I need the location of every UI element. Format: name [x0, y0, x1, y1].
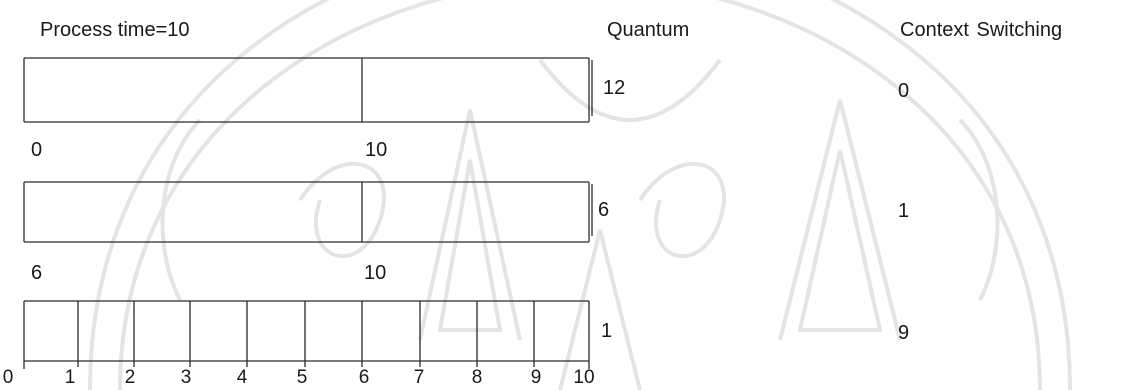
row3-tick-label: 7 [414, 368, 425, 388]
row2-context-switch-value: 1 [898, 200, 909, 222]
row3-quantum-value: 1 [601, 320, 612, 342]
row3-context-switch-value: 9 [898, 322, 909, 344]
row1-quantum-value: 12 [603, 77, 625, 99]
row3-tick-label: 5 [297, 368, 308, 388]
row3-tick-label: 1 [65, 368, 76, 388]
row3-tick-label: 10 [573, 368, 594, 388]
row3-tick-label: 9 [531, 368, 542, 388]
row1-end-label: 10 [365, 139, 387, 161]
row3-tick-label: 2 [125, 368, 136, 388]
row3-tick-label: 3 [181, 368, 192, 388]
row3-tick-label: 4 [237, 368, 248, 388]
row2-start-label: 6 [31, 262, 42, 284]
row3-tick-label: 8 [472, 368, 483, 388]
row2-end-label: 10 [364, 262, 386, 284]
row3-tick-label: 0 [3, 368, 14, 388]
row1-start-label: 0 [31, 139, 42, 161]
row3-tick-label: 6 [359, 368, 370, 388]
row1-context-switch-value: 0 [898, 80, 909, 102]
row2-quantum-value: 6 [598, 199, 609, 221]
